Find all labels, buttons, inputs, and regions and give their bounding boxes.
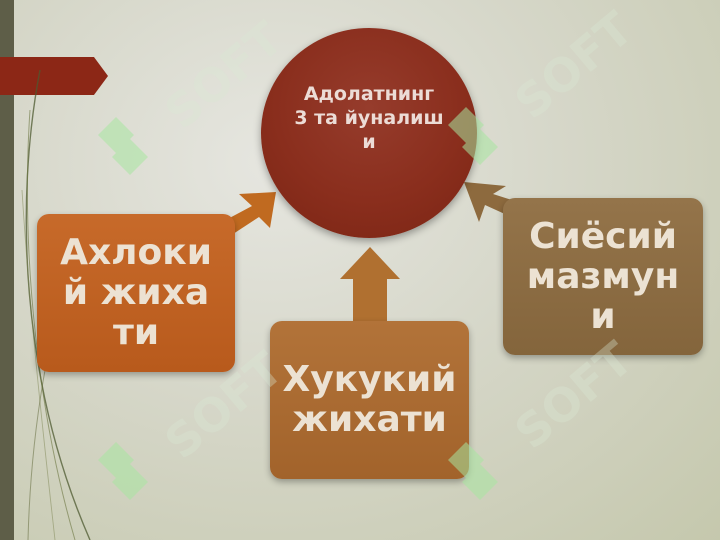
center-node-label: Адолатнинг 3 та йуналиши [294,83,444,153]
node-legal-aspect: Хукукий жихати [270,321,469,479]
center-node: Адолатнинг 3 та йуналиши [261,28,477,238]
arrow-bottom-to-center [340,247,400,321]
node-political-meaning: Сиёсий мазмуни [503,198,703,355]
node-moral-aspect-label: Ахлокий жихати [60,232,212,353]
left-accent-bar [0,0,14,540]
arrow-right-to-center [464,182,515,222]
arrow-left-to-center [222,192,276,236]
title-tab-marker [0,57,108,95]
node-political-meaning-label: Сиёсий мазмуни [526,215,680,337]
node-legal-aspect-label: Хукукий жихати [282,359,457,440]
node-moral-aspect: Ахлокий жихати [37,214,235,372]
